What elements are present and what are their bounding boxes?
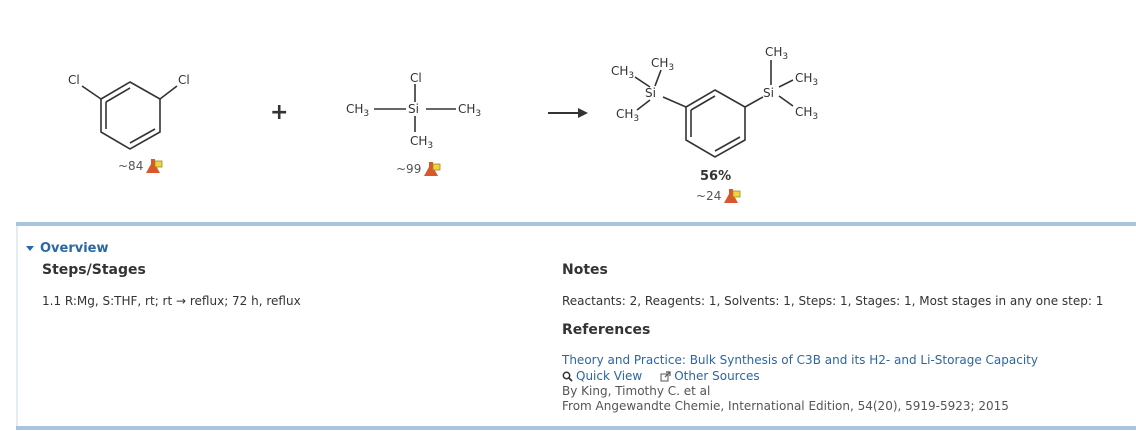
group-ch3: CH3 [651, 56, 674, 73]
overview-toggle[interactable]: Overview [26, 241, 109, 256]
product-count[interactable]: ~24 [696, 188, 741, 204]
search-icon [562, 371, 573, 382]
atom-si-right: Si [763, 86, 774, 100]
flask-icon [424, 162, 441, 176]
atom-cl-right: Cl [178, 73, 190, 87]
atom-cl-left: Cl [68, 73, 80, 87]
group-ch3: CH3 [616, 107, 639, 124]
notes-heading: Notes [562, 262, 608, 278]
references-heading: References [562, 322, 651, 338]
chevron-down-icon [26, 246, 34, 251]
other-sources-link[interactable]: Other Sources [660, 369, 760, 383]
plus-sign: + [270, 100, 289, 125]
group-ch3-bottom: CH3 [410, 134, 433, 151]
group-ch3-left: CH3 [346, 102, 369, 119]
reference-source: From Angewandte Chemie, International Ed… [562, 399, 1009, 413]
product-structure[interactable]: Si Si CH3 CH3 CH3 CH3 CH3 CH3 [605, 40, 835, 165]
reactant-2-count[interactable]: ~99 [396, 161, 441, 177]
reactant-1-structure[interactable]: Cl Cl [60, 60, 210, 150]
notes-text: Reactants: 2, Reagents: 1, Solvents: 1, … [562, 294, 1104, 308]
group-ch3: CH3 [795, 105, 818, 122]
reactant-1-count[interactable]: ~84 [118, 158, 163, 174]
flask-icon [146, 159, 163, 173]
reference-actions: Quick View Other Sources [562, 369, 760, 383]
group-ch3-right: CH3 [458, 102, 481, 119]
external-link-icon [660, 370, 671, 381]
atom-si: Si [408, 102, 419, 116]
atom-cl: Cl [410, 71, 422, 85]
steps-heading: Steps/Stages [42, 262, 146, 278]
quick-view-link[interactable]: Quick View [562, 369, 642, 383]
reactant-2-structure[interactable]: Cl Si CH3 CH3 CH3 [340, 68, 490, 153]
reaction-scheme: Cl Cl ~84 + Cl Si CH3 CH3 CH3 ~99 [60, 40, 835, 204]
flask-icon [724, 189, 741, 203]
reference-title-link[interactable]: Theory and Practice: Bulk Synthesis of C… [562, 353, 1038, 367]
group-ch3: CH3 [611, 64, 634, 81]
step-text: 1.1 R:Mg, S:THF, rt; rt → reflux; 72 h, … [42, 294, 301, 308]
reaction-arrow [548, 108, 588, 118]
overview-panel: Overview Steps/Stages 1.1 R:Mg, S:THF, r… [16, 222, 1136, 430]
group-ch3: CH3 [795, 71, 818, 88]
reference-authors: By King, Timothy C. et al [562, 384, 711, 398]
atom-si-left: Si [645, 86, 656, 100]
panel-left-border [16, 226, 18, 426]
group-ch3: CH3 [765, 45, 788, 62]
product-yield: 56% [700, 169, 732, 184]
